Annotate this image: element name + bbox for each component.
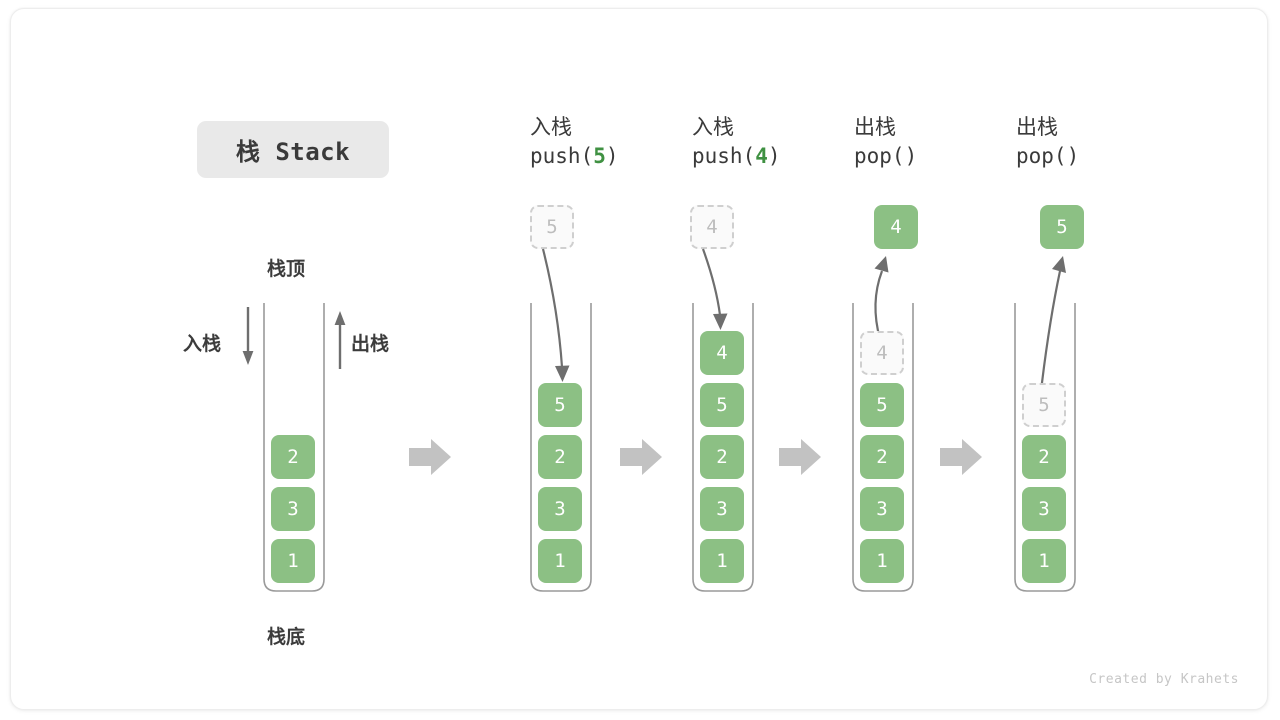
stack-column-pop-2: 5 2 3 1 [1014,303,1076,592]
stack-element: 5 [860,383,904,427]
column-header-line1: 出栈 [1016,115,1058,139]
column-header-line2: push(5) [530,140,619,172]
push-flow-arrow-icon [701,248,728,330]
stack-element: 1 [1022,539,1066,583]
removed-element-ghost: 5 [1022,383,1066,427]
column-header-pop-1: 出栈 pop() [854,114,917,172]
incoming-element-ghost: 4 [690,205,734,249]
stack-slot: 1 [534,535,586,587]
column-header-line1: 入栈 [692,115,734,139]
stack-element: 5 [538,383,582,427]
stack-slot: 5 [856,379,908,431]
stack-element: 3 [1022,487,1066,531]
stack-container-icon [1014,303,1076,592]
pop-flow-arrow-icon [1039,256,1066,392]
stack-slot: 1 [856,535,908,587]
stack-column-initial: 2 3 1 [263,303,325,592]
stack-slot: 3 [534,483,586,535]
column-header-push-5: 入栈 push(5) [530,114,619,172]
stack-element: 3 [271,487,315,531]
stack-element: 2 [700,435,744,479]
stack-slot: 2 [856,431,908,483]
stack-element: 2 [538,435,582,479]
stack-container-icon [263,303,325,592]
header-pop-prefix: pop( [854,144,905,168]
stack-element: 1 [860,539,904,583]
stack-slot: 2 [696,431,748,483]
credit-text: Created by Krahets [1089,672,1239,687]
stack-column-push-5: 5 2 3 1 [530,303,592,592]
stack-slot: 2 [267,431,319,483]
step-arrow-icon [779,439,821,475]
header-push-prefix: push( [530,144,594,168]
header-pop-suffix: ) [1066,144,1080,168]
stack-slot: 3 [856,483,908,535]
stack-element: 5 [700,383,744,427]
stack-container-icon [530,303,592,592]
stack-slot: 2 [1018,431,1070,483]
column-header-pop-2: 出栈 pop() [1016,114,1079,172]
stack-slot: 1 [267,535,319,587]
stack-container-icon [692,303,754,592]
step-arrow-icon [620,439,662,475]
column-header-line2: pop() [1016,140,1079,172]
stack-container-icon [852,303,914,592]
header-push-suffix: ) [605,144,619,168]
stack-element: 3 [700,487,744,531]
stack-element: 4 [700,331,744,375]
stack-top-label: 栈顶 [267,258,306,280]
stack-element: 1 [700,539,744,583]
stack-column-pop-1: 4 5 2 3 1 [852,303,914,592]
column-header-line2: pop() [854,140,917,172]
popped-element: 5 [1040,205,1084,249]
stack-slot: 2 [534,431,586,483]
column-header-line1: 入栈 [530,115,572,139]
header-push-value: 4 [755,144,768,168]
stack-element: 2 [1022,435,1066,479]
header-push-value: 5 [593,144,606,168]
stack-slot: 5 [534,379,586,431]
removed-element-ghost: 4 [860,331,904,375]
stack-element: 2 [860,435,904,479]
page-title: 栈 Stack [235,138,351,166]
stack-element: 3 [538,487,582,531]
push-direction-label: 入栈 [183,333,222,355]
pop-direction-label: 出栈 [351,333,390,355]
stack-element: 3 [860,487,904,531]
stack-slot: 3 [1018,483,1070,535]
column-header-line2: push(4) [692,140,781,172]
stack-slot: 5 [1018,379,1070,431]
column-header-push-4: 入栈 push(4) [692,114,781,172]
pop-direction-arrow-icon [334,311,346,369]
step-arrow-icon [940,439,982,475]
stack-slot: 1 [696,535,748,587]
step-arrow-icon [409,439,451,475]
column-header-line1: 出栈 [854,115,896,139]
stack-element: 1 [271,539,315,583]
stack-column-push-4: 4 5 2 3 1 [692,303,754,592]
stack-slot: 4 [856,327,908,379]
stack-slot: 1 [1018,535,1070,587]
stack-slot: 4 [696,327,748,379]
push-flow-arrow-icon [541,248,570,382]
stack-slot: 3 [696,483,748,535]
stack-slot: 5 [696,379,748,431]
diagram-title-badge: 栈 Stack [197,121,389,178]
header-pop-prefix: pop( [1016,144,1067,168]
header-pop-suffix: ) [904,144,918,168]
incoming-element-ghost: 5 [530,205,574,249]
stack-element: 2 [271,435,315,479]
popped-element: 4 [874,205,918,249]
stack-element: 1 [538,539,582,583]
header-push-suffix: ) [767,144,781,168]
header-push-prefix: push( [692,144,756,168]
stack-slot: 3 [267,483,319,535]
stack-bottom-label: 栈底 [267,626,306,648]
push-direction-arrow-icon [242,307,254,365]
diagram-card: 栈 Stack 栈顶 栈底 入栈 出栈 2 3 1 [10,8,1268,710]
